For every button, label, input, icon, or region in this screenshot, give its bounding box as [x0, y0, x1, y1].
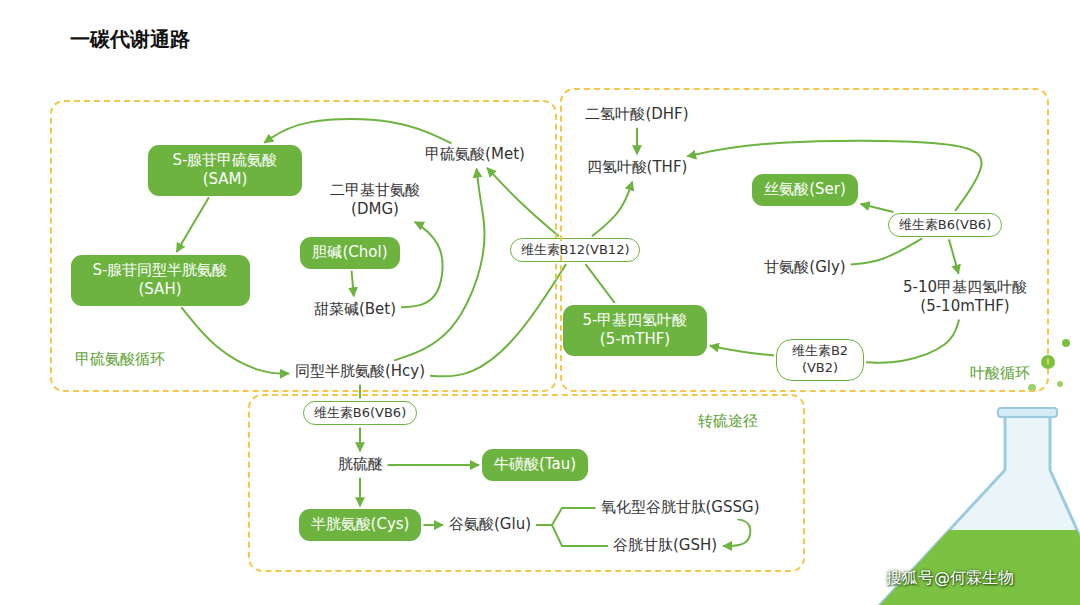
metabolite-label: 四氢叶酸(THF) — [584, 157, 691, 179]
pathway-arrow — [181, 307, 289, 374]
watermark: 搜狐号@何霖生物 — [886, 568, 1014, 589]
metabolite-box: S-腺苷同型半胱氨酸 (SAH) — [71, 255, 250, 306]
pathway-arrow — [423, 524, 443, 526]
region-band: 叶酸循环 二氢叶酸(DHF) 四氢叶酸(THF) 丝氨酸(Ser) 维生素B6(VB6)… — [560, 88, 1049, 392]
region-band: 甲硫氨酸循环 S-腺苷甲硫氨酸 (SAM) 甲硫氨酸(Met)二甲基甘氨酸 (DMG… — [50, 100, 557, 392]
metabolite-label: 5-10甲基四氢叶酸 (5-10mTHF) — [892, 277, 1038, 318]
metabolite-label: 二氢叶酸(DHF) — [582, 104, 691, 126]
region-band: 转硫途径 维生素B6(VB6) 胱硫醚 牛磺酸(Tau) 半胱氨酸(Cys) 谷氨酸(Gl… — [248, 394, 805, 572]
metabolite-label: 二甲基甘氨酸 (DMG) — [322, 180, 428, 221]
node-text: 二氢叶酸(DHF) — [585, 105, 688, 125]
node-text: 甜菜碱(Bet) — [314, 300, 396, 320]
pathway-arrow — [359, 427, 361, 451]
node-text: 维生素B12(VB12) — [521, 242, 630, 259]
pathway-arrow — [359, 478, 361, 507]
metabolite-label: 甲硫氨酸(Met) — [422, 144, 528, 166]
bubble — [1057, 381, 1063, 387]
pathway-arrow — [352, 271, 354, 297]
metabolite-label: 谷氨酸(Glu) — [446, 514, 534, 536]
flask-liquid — [878, 530, 1080, 605]
pathway-arrow — [401, 222, 443, 307]
pathway-arrow — [866, 319, 959, 362]
region-heading: 叶酸循环 — [970, 364, 1030, 383]
pathway-arrow — [536, 525, 608, 546]
node-text: 谷胱甘肽(GSH) — [613, 536, 717, 556]
diagram-title: 一碳代谢通路 — [70, 26, 190, 53]
metabolite-label: 谷胱甘肽(GSH) — [610, 535, 720, 557]
node-text: 5-10甲基四氢叶酸 (5-10mTHF) — [895, 278, 1035, 317]
pathway-arrow — [710, 346, 774, 356]
pathway-arrow — [592, 182, 632, 237]
node-text: 二甲基甘氨酸 (DMG) — [325, 181, 425, 220]
pathway-arrow — [430, 264, 566, 376]
pathway-arrow — [586, 264, 615, 303]
node-text: 甲硫氨酸(Met) — [425, 145, 525, 165]
metabolite-label: 甘氨酸(Gly) — [761, 257, 848, 279]
cofactor-pill: 维生素B2 (VB2) — [776, 339, 864, 381]
flask-rim — [998, 408, 1057, 417]
node-text: 维生素B6(VB6) — [899, 217, 991, 234]
metabolite-box: 5-甲基四氢叶酸 (5-mTHF) — [563, 305, 707, 356]
node-text: 甘氨酸(Gly) — [764, 258, 845, 278]
pathway-arrow — [861, 204, 894, 212]
metabolite-label: 甜菜碱(Bet) — [311, 299, 399, 321]
node-text: 四氢叶酸(THF) — [587, 158, 688, 178]
node-text: 丝氨酸(Ser) — [764, 180, 846, 200]
pathway-arrow — [723, 519, 750, 546]
node-text: 维生素B6(VB6) — [314, 405, 406, 422]
metabolite-box: S-腺苷甲硫氨酸 (SAM) — [148, 145, 302, 196]
node-text: 维生素B2 (VB2) — [787, 343, 853, 377]
node-text: S-腺苷甲硫氨酸 (SAM) — [160, 151, 290, 190]
pathway-arrow — [264, 119, 451, 143]
cofactor-pill: 维生素B6(VB6) — [888, 213, 1002, 238]
metabolite-box: 牛磺酸(Tau) — [482, 449, 588, 481]
node-text: 同型半胱氨酸(Hcy) — [295, 362, 425, 382]
pathway-arrow — [687, 141, 981, 211]
node-text: 胱硫醚 — [338, 455, 383, 475]
pathway-arrow — [487, 168, 559, 236]
pathway-arrow — [636, 128, 638, 155]
node-text: 氧化型谷胱甘肽(GSSG) — [601, 498, 760, 518]
cofactor-pill: 维生素B12(VB12) — [510, 238, 641, 263]
pathway-arrow — [949, 239, 959, 273]
metabolite-box: 丝氨酸(Ser) — [752, 174, 858, 206]
cofactor-pill: 维生素B6(VB6) — [303, 401, 417, 426]
node-text: 胆碱(Chol) — [312, 243, 387, 263]
node-text: 牛磺酸(Tau) — [494, 455, 576, 475]
node-text: 半胱氨酸(Cys) — [311, 515, 410, 535]
region-heading: 甲硫氨酸循环 — [75, 350, 165, 369]
pathway-arrow — [388, 464, 479, 466]
pathway-arrow — [177, 197, 209, 252]
metabolite-box: 胆碱(Chol) — [300, 237, 399, 269]
region-heading: 转硫途径 — [698, 412, 758, 431]
metabolite-label: 氧化型谷胱甘肽(GSSG) — [598, 497, 763, 519]
metabolite-label: 同型半胱氨酸(Hcy) — [292, 361, 428, 383]
node-text: 5-甲基四氢叶酸 (5-mTHF) — [575, 311, 695, 350]
metabolite-label: 胱硫醚 — [335, 454, 386, 476]
pathway-arrow — [536, 508, 596, 525]
pathway-arrow — [851, 238, 922, 264]
metabolite-box: 半胱氨酸(Cys) — [299, 509, 422, 541]
node-text: 谷氨酸(Glu) — [449, 515, 531, 535]
node-text: S-腺苷同型半胱氨酸 (SAH) — [83, 261, 238, 300]
bubble — [1062, 339, 1070, 347]
flask-outline — [878, 415, 1080, 605]
